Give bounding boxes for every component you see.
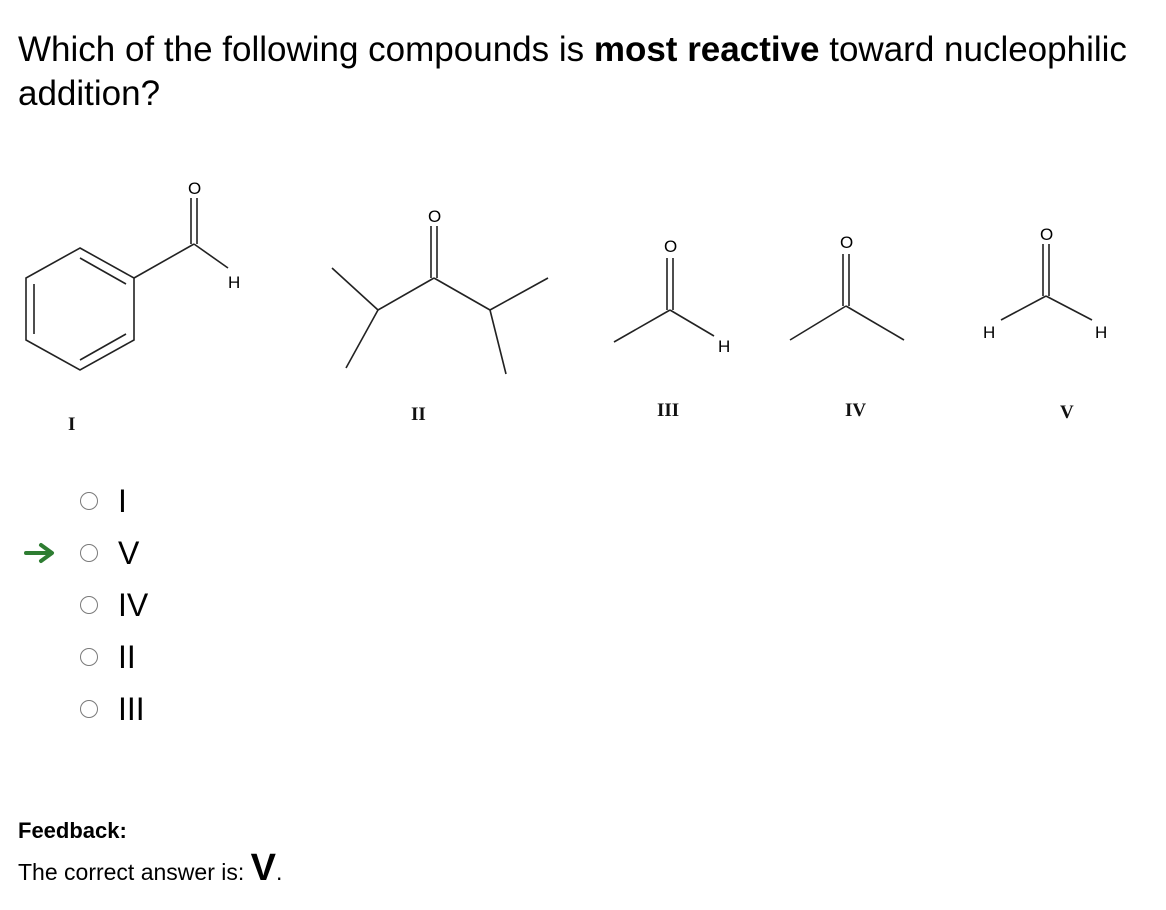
radio-button[interactable]: [80, 700, 98, 718]
bond-iv-1: [789, 305, 847, 341]
bond-aldehyde-h: [193, 243, 229, 269]
bond-ii-3: [377, 277, 435, 311]
label-v: V: [1060, 402, 1074, 423]
atom-o-iii: O: [664, 237, 677, 256]
atom-o-i: O: [188, 179, 201, 198]
bond-ii-1: [331, 267, 379, 311]
structures-figure: O H I O II O H III: [0, 160, 1166, 455]
option-ii[interactable]: II: [0, 639, 300, 680]
bond-v-h2: [1045, 295, 1093, 321]
feedback-title: Feedback:: [18, 818, 127, 843]
atom-h-iii: H: [718, 337, 730, 356]
option-i[interactable]: I: [0, 483, 300, 524]
atom-h-i: H: [228, 273, 240, 292]
compound-iv: [789, 254, 905, 341]
radio-button[interactable]: [80, 492, 98, 510]
bond-ii-2: [345, 309, 379, 369]
bond-iv-2: [845, 305, 905, 341]
compound-i: [25, 198, 229, 371]
structures-svg: O H I O II O H III: [25, 179, 1107, 435]
question-emphasis: most reactive: [593, 30, 820, 69]
question-text: Which of the following compounds is most…: [18, 28, 1158, 116]
radio-button[interactable]: [80, 596, 98, 614]
option-iv[interactable]: IV: [0, 587, 300, 628]
option-label: I: [118, 483, 127, 519]
bond-v-h1: [1000, 295, 1047, 321]
bond-ii-4: [433, 277, 491, 311]
bond-ii-5: [489, 277, 549, 311]
atom-o-ii: O: [428, 207, 441, 226]
option-label: V: [118, 535, 140, 571]
label-iv: IV: [845, 400, 866, 421]
bond-iii-1: [613, 309, 671, 343]
option-iii[interactable]: III: [0, 691, 300, 732]
label-iii: III: [657, 400, 679, 421]
bond-ring-carbonyl: [133, 243, 195, 279]
atom-o-v: O: [1040, 225, 1053, 244]
benzene-double-bond-2: [79, 333, 127, 361]
atom-h-v-left: H: [983, 323, 995, 342]
atom-h-v-right: H: [1095, 323, 1107, 342]
feedback-period: .: [276, 859, 283, 885]
option-v[interactable]: V: [0, 535, 300, 576]
feedback-text: The correct answer is: V.: [18, 848, 282, 892]
feedback-answer: V: [250, 847, 276, 889]
label-i: I: [68, 414, 75, 435]
atom-o-iv: O: [840, 233, 853, 252]
compound-ii: [331, 226, 549, 375]
compound-v: [1000, 244, 1093, 321]
benzene-ring: [25, 247, 135, 371]
feedback-sentence: The correct answer is:: [18, 859, 251, 885]
bond-iii-h: [669, 309, 715, 337]
option-label: III: [118, 691, 145, 727]
option-label: II: [118, 639, 136, 675]
radio-button[interactable]: [80, 648, 98, 666]
radio-button[interactable]: [80, 544, 98, 562]
label-ii: II: [411, 404, 426, 425]
question-prefix: Which of the following compounds is: [18, 30, 594, 69]
bond-ii-6: [489, 309, 507, 375]
question-suffix: toward nucleophilic addition?: [18, 30, 1127, 113]
benzene-double-bond-1: [79, 257, 127, 285]
option-label: IV: [118, 587, 149, 623]
right-arrow-icon: [24, 543, 54, 563]
compound-iii: [613, 258, 715, 343]
